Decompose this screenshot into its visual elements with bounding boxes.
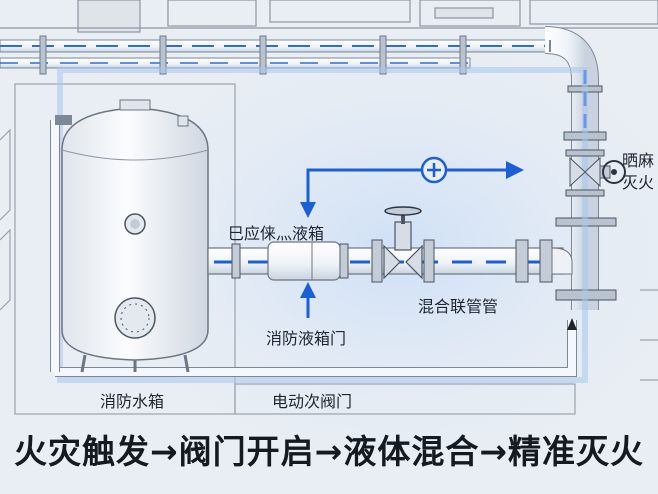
flow-arrows: [300, 156, 524, 318]
top-pipes: [0, 35, 571, 75]
side-label: 晒麻 灭火: [622, 150, 654, 194]
process-banner: 火灾触发→阀门开启→液体混合→精准灭火: [14, 432, 644, 471]
left-wall-frame: [0, 83, 658, 415]
inline-tank-label: 巳应俫灬液箱: [228, 224, 325, 243]
side-label-line2: 灭火: [622, 173, 655, 192]
bottom-return-pipe: [50, 115, 577, 377]
mixing-pipe-label: 混合联管管: [418, 297, 499, 316]
inline-liquid-tank: [267, 241, 341, 281]
motor-valve-label: 电动次阀门: [272, 392, 353, 411]
motor-valve: [383, 206, 423, 280]
side-hand-valve: [565, 149, 626, 197]
side-label-line1: 晒麻: [622, 151, 655, 170]
liquid-valve-label: 消防液箱门: [266, 329, 347, 348]
fire-water-tank: [61, 99, 209, 373]
tank-label: 消防水箱: [100, 392, 165, 411]
